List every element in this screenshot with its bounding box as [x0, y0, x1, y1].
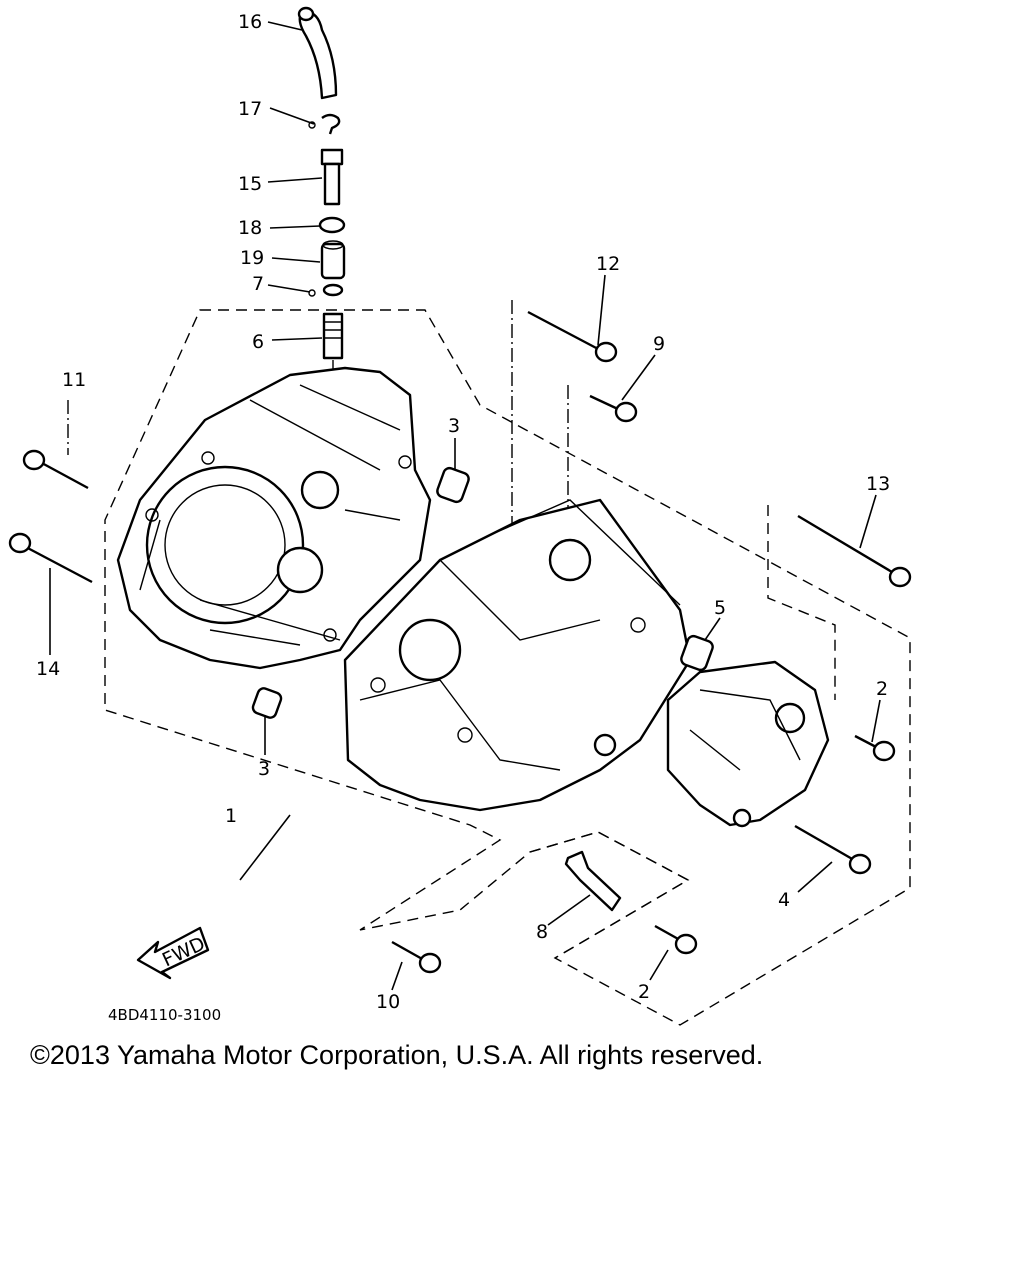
bolt-2-lower: [654, 924, 698, 955]
callout-17: 17: [238, 98, 262, 120]
crankcase-right-hole-3: [593, 733, 617, 757]
crankcase-right: [343, 498, 692, 812]
callout-1: 1: [225, 805, 237, 827]
bolt-hole-a: [201, 451, 215, 465]
callout-19: 19: [240, 247, 264, 269]
nipple-6-threads: [324, 321, 342, 339]
callout-4: 4: [778, 889, 790, 911]
crankcase-left-hole: [300, 470, 340, 510]
callout-5: 5: [714, 597, 726, 619]
exploded-parts-diagram: FWD 1 2 2 2 3 3 4 5 6 7 8 9: [8, 6, 912, 1026]
nipple-6: [322, 312, 344, 360]
dowel-3-upper: [436, 466, 470, 504]
callout-7: 7: [252, 273, 264, 295]
clamp-18: [318, 216, 346, 234]
drawing-code: 4BD4110-3100: [108, 1006, 221, 1024]
callout-9: 9: [653, 333, 665, 355]
crankcase-left-outline: [104, 309, 911, 1026]
crankcase-right-hole-1: [548, 538, 592, 582]
bolt-hole-d: [145, 508, 159, 522]
crankcase-left-bore-inner: [164, 484, 286, 606]
bolt-9: [589, 394, 638, 423]
bolt-10: [391, 940, 442, 974]
copyright-notice: ©2013 Yamaha Motor Corporation, U.S.A. A…: [30, 1040, 764, 1070]
case-cover: [666, 660, 830, 828]
hose-clip-17: [321, 113, 341, 135]
crankcase-left-ribs: [139, 384, 401, 646]
group-outlines: [67, 300, 911, 1026]
crankcase-left-boss: [276, 546, 324, 594]
right-bolt-hole-a: [370, 677, 386, 693]
union-15-body: [323, 162, 341, 206]
case-cover-detail: [689, 689, 801, 771]
callout-2-lower: 2: [638, 981, 650, 1003]
leader-lines: [49, 21, 881, 991]
clip-17-pin: [308, 121, 316, 129]
crankcase-right-deck: [359, 499, 681, 771]
hose-end: [297, 6, 315, 22]
callout-2-right: 2: [876, 678, 888, 700]
sleeve-19-top: [322, 240, 344, 250]
callout-12: 12: [596, 253, 620, 275]
bolt-12: [527, 310, 618, 363]
plate-8: [564, 850, 622, 912]
bolt-14: [8, 532, 93, 584]
crankcase-right-hole-2: [398, 618, 462, 682]
oring-7: [322, 283, 344, 297]
dowel-3-lower: [251, 687, 283, 719]
callout-6: 6: [252, 331, 264, 353]
bolts: [8, 310, 912, 974]
fwd-arrow-icon: FWD: [136, 926, 210, 980]
bolt-11: [22, 449, 89, 490]
case-cover-body: [666, 660, 830, 827]
crankcase-left: [116, 366, 432, 670]
crankcase-left-bore: [145, 465, 305, 625]
breather-stack: [297, 6, 346, 410]
bolt13-outline: [767, 505, 836, 700]
collar-5: [680, 634, 714, 672]
oring-7-pin: [308, 289, 316, 297]
bolt-13: [797, 514, 912, 588]
callout-16: 16: [238, 11, 262, 33]
callout-8: 8: [536, 921, 548, 943]
union-15-head: [320, 148, 344, 166]
right-bolt-hole-c: [630, 617, 646, 633]
case-cover-lug: [732, 808, 752, 828]
callout-11: 11: [62, 369, 86, 391]
callout-14: 14: [36, 658, 60, 680]
callout-18: 18: [238, 217, 262, 239]
callout-13: 13: [866, 473, 890, 495]
callout-15: 15: [238, 173, 262, 195]
callout-labels: 1 2 2 2 3 3 4 5 6 7 8 9 10 11 12 13 14 1…: [36, 11, 890, 1013]
bolt-4: [794, 824, 872, 875]
callout-3-upper: 3: [448, 415, 460, 437]
bolt-2-right: [854, 734, 896, 762]
dowels: [251, 466, 714, 719]
bolt-hole-b: [398, 455, 412, 469]
case-cover-boss: [774, 702, 806, 734]
callout-10: 10: [376, 991, 400, 1013]
bolt-hole-c: [323, 628, 337, 642]
callout-3-lower: 3: [258, 758, 270, 780]
breather-hose: [298, 10, 338, 100]
sleeve-19: [320, 242, 346, 280]
right-bolt-hole-b: [457, 727, 473, 743]
